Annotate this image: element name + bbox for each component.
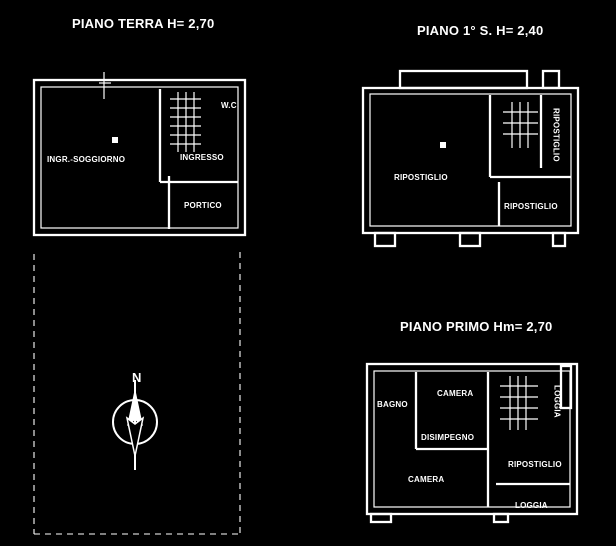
attic-floor-title: PIANO 1° S. H= 2,40 xyxy=(417,23,543,38)
attic-room-ripostiglio-main-label: RIPOSTIGLIO xyxy=(394,173,448,182)
attic-room-ripostiglio-vertical-label: RIPOSTIGLIO xyxy=(552,108,561,162)
ground-room-ingresso-label: INGRESSO xyxy=(180,153,224,162)
compass-north-label: N xyxy=(132,370,142,385)
compass-south-arrow xyxy=(125,416,145,457)
first-room-camera-top-label: CAMERA xyxy=(437,389,473,398)
ground-room-portico-label: PORTICO xyxy=(184,201,222,210)
ground-room-soggiorno-label: INGR.-SOGGIORNO xyxy=(47,155,125,164)
first-floor-plan: BAGNO CAMERA DISIMPEGNO CAMERA RIPOSTIGL… xyxy=(365,362,579,524)
first-room-camera-bottom-label: CAMERA xyxy=(408,475,444,484)
compass-north-arrow xyxy=(127,388,143,426)
sheet-guides xyxy=(33,252,241,535)
attic-floor-plan: RIPOSTIGLIO RIPOSTIGLIO RIPOSTIGLIO xyxy=(361,69,580,248)
first-room-loggia-vertical-label: LOGGIA xyxy=(553,385,562,418)
north-compass: N xyxy=(112,370,158,470)
ground-room-wc-label: W.C xyxy=(221,101,237,110)
ground-floor-title: PIANO TERRA H= 2,70 xyxy=(72,16,214,31)
first-room-loggia-bottom-label: LOGGIA xyxy=(515,501,548,510)
first-room-disimpegno-label: DISIMPEGNO xyxy=(421,433,474,442)
first-room-ripostiglio-label: RIPOSTIGLIO xyxy=(508,460,562,469)
attic-room-ripostiglio-side-label: RIPOSTIGLIO xyxy=(504,202,558,211)
first-floor-title: PIANO PRIMO Hm= 2,70 xyxy=(400,319,552,334)
ground-floor-plan: INGR.-SOGGIORNO W.C INGRESSO PORTICO xyxy=(32,72,247,237)
first-room-bagno-label: BAGNO xyxy=(377,400,408,409)
